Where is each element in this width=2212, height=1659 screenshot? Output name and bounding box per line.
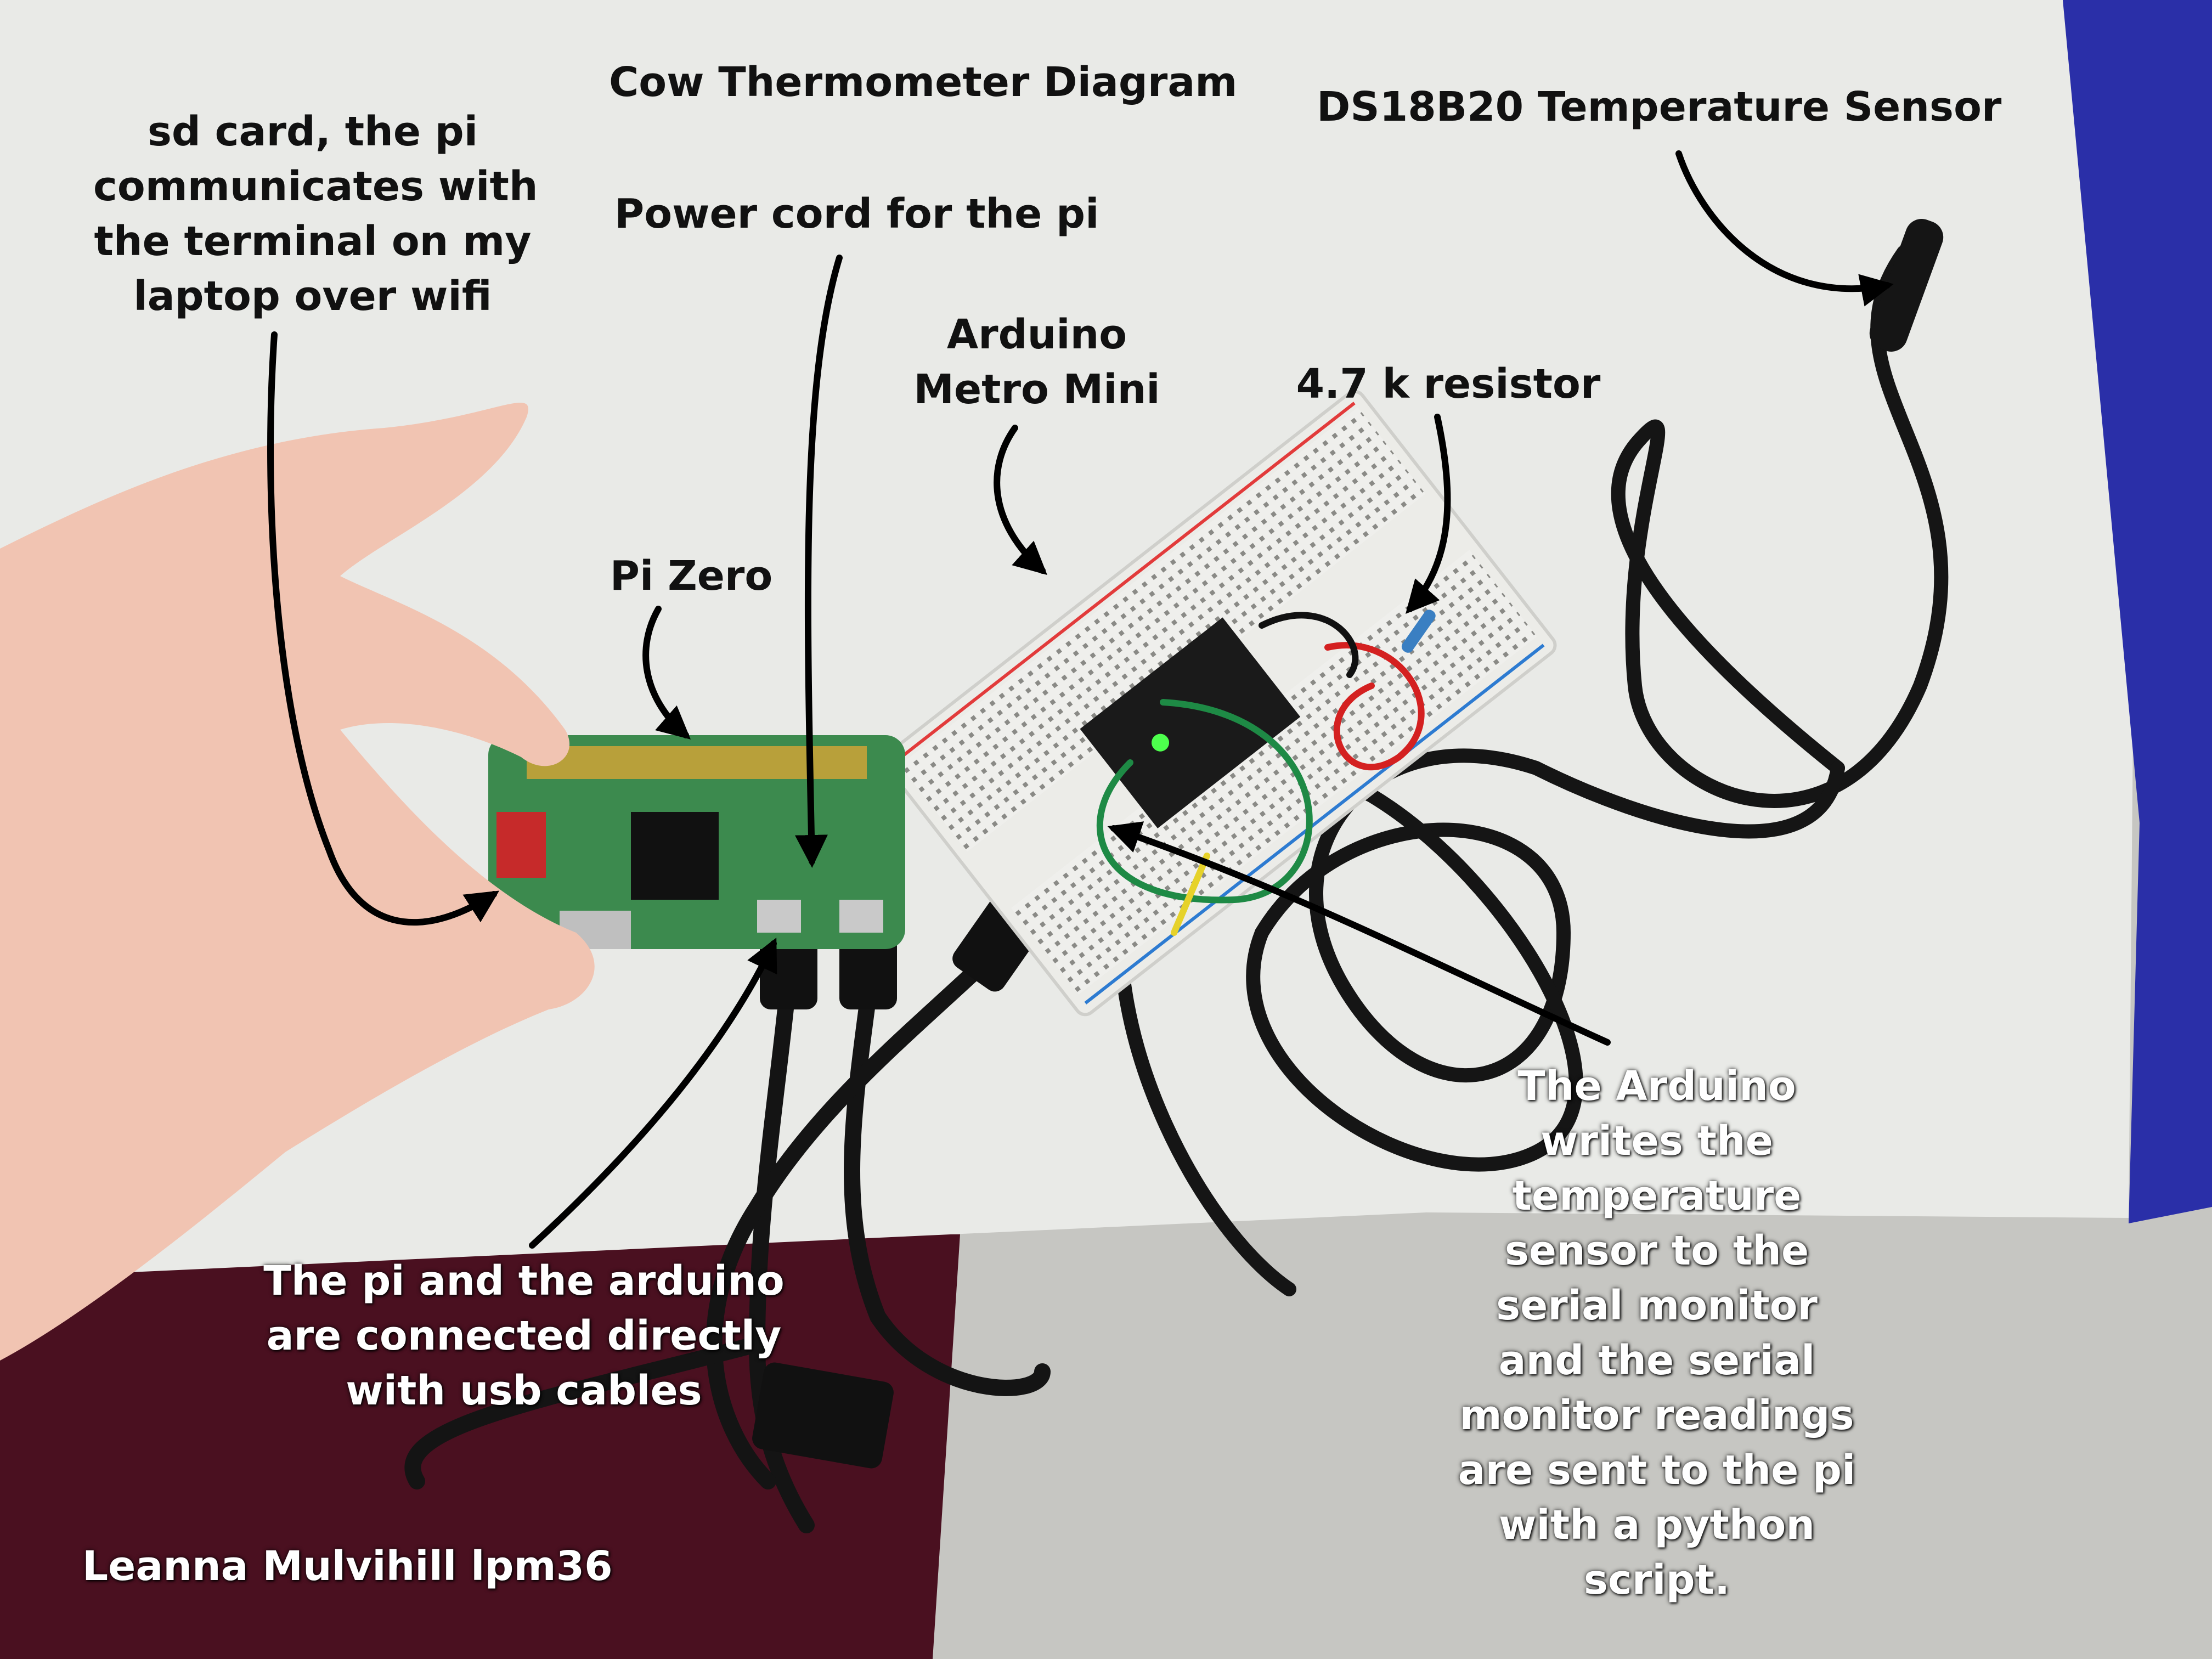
label-sensor: DS18B20 Temperature Sensor (1317, 83, 2002, 131)
arrow-power-cord (794, 255, 843, 868)
usb-cables (404, 935, 1051, 1533)
hand (0, 403, 595, 1361)
annotation-arrows (267, 150, 1894, 1249)
label-sd-card: sd card, the pi communicates with the te… (93, 108, 538, 320)
arrow-pi-zero (642, 606, 691, 740)
arrow-sensor (1675, 150, 1894, 307)
label-pi-zero: Pi Zero (610, 552, 773, 600)
pi-zero-board (488, 735, 905, 949)
author-credit: Leanna Mulvihill lpm36 (82, 1543, 613, 1590)
label-arduino-writes: The Arduino writes the temperature senso… (1458, 1063, 1856, 1604)
label-resistor: 4.7 k resistor (1296, 360, 1601, 408)
sensor-cable (1113, 245, 1949, 1296)
arrow-usb (529, 938, 777, 1249)
resistor (1401, 610, 1436, 653)
label-arduino: Arduino Metro Mini (913, 311, 1160, 413)
blue-cloth (2063, 0, 2212, 1223)
arrow-arduino (994, 425, 1047, 575)
label-power-cord: Power cord for the pi (614, 190, 1099, 238)
diagram-title: Cow Thermometer Diagram (609, 59, 1238, 106)
usb-hub (752, 1362, 894, 1469)
arrow-resistor (1406, 414, 1451, 614)
sensor-probe (1869, 219, 1944, 352)
jumper-wires (1096, 612, 1425, 936)
arrow-arduino-writes (1107, 821, 1611, 1046)
label-usb: The pi and the arduino are connected dir… (263, 1257, 785, 1414)
arrow-sd-card (267, 331, 500, 926)
